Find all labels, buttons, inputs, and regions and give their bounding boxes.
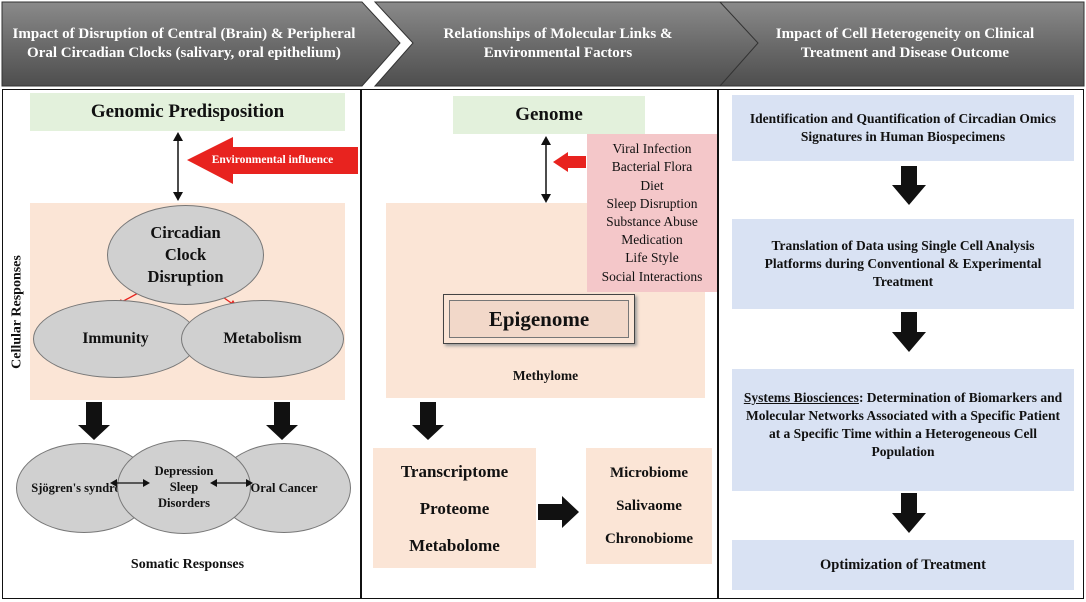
header-chevrons (1, 1, 1085, 87)
header-chevron-1 (1, 1, 401, 87)
omics-box: Transcriptome Proteome Metabolome (373, 448, 536, 568)
depression-sleep-oval: Depression Sleep Disorders (117, 440, 251, 534)
step-identification-box: Identification and Quantification of Cir… (732, 95, 1074, 161)
omics-metabolome: Metabolome (409, 535, 500, 555)
right-panel (718, 89, 1084, 599)
biomes-box: Microbiome Salivaome Chronobiome (586, 448, 712, 564)
header-1: Impact of Disruption of Central (Brain) … (12, 26, 356, 61)
factor-medication: Medication (621, 232, 683, 248)
epigenome-outer-box: Epigenome (443, 294, 635, 344)
systems-biosciences-body: : Determination of Biomarkers and Molecu… (746, 390, 1063, 459)
header-chevron-3 (718, 1, 1085, 87)
biome-microbiome: Microbiome (609, 464, 689, 481)
header-2: Relationships of Molecular Links & Envir… (443, 26, 673, 61)
systems-biosciences-title: Systems Biosciences (743, 390, 859, 405)
cellular-responses-label: Cellular Responses (9, 255, 25, 369)
header-3: Impact of Cell Heterogeneity on Clinical… (775, 26, 1035, 61)
epigenome-label: Epigenome (449, 300, 629, 338)
step-optimization-box: Optimization of Treatment (732, 540, 1074, 590)
omics-transcriptome: Transcriptome (400, 461, 509, 481)
somatic-responses-label: Somatic Responses (130, 557, 245, 572)
factor-bacterial-flora: Bacterial Flora (611, 159, 693, 175)
biome-chronobiome: Chronobiome (604, 530, 694, 547)
factor-social-interactions: Social Interactions (601, 268, 703, 284)
genome-box: Genome (453, 96, 645, 134)
factor-sleep-disruption: Sleep Disruption (606, 195, 698, 211)
factor-viral-infection: Viral Infection (612, 141, 692, 157)
step-systems-box: Systems Biosciences: Determination of Bi… (732, 369, 1074, 491)
genomic-predisposition-box: Genomic Predisposition (30, 93, 345, 131)
factor-substance-abuse: Substance Abuse (606, 214, 698, 229)
immunity-oval: Immunity (33, 300, 198, 378)
metabolism-oval: Metabolism (181, 300, 344, 378)
factor-life-style: Life Style (625, 250, 679, 266)
environmental-influence-label: Environmental influence (211, 154, 334, 166)
factor-diet: Diet (640, 177, 664, 193)
biome-salivaome: Salivaome (616, 497, 682, 514)
methylome-label: Methylome (512, 368, 579, 383)
omics-proteome: Proteome (419, 498, 490, 518)
environmental-factors-box: Viral Infection Bacterial Flora Diet Sle… (587, 134, 717, 292)
circadian-disruption-oval: Circadian Clock Disruption (107, 205, 264, 305)
step-translation-box: Translation of Data using Single Cell An… (732, 219, 1074, 309)
